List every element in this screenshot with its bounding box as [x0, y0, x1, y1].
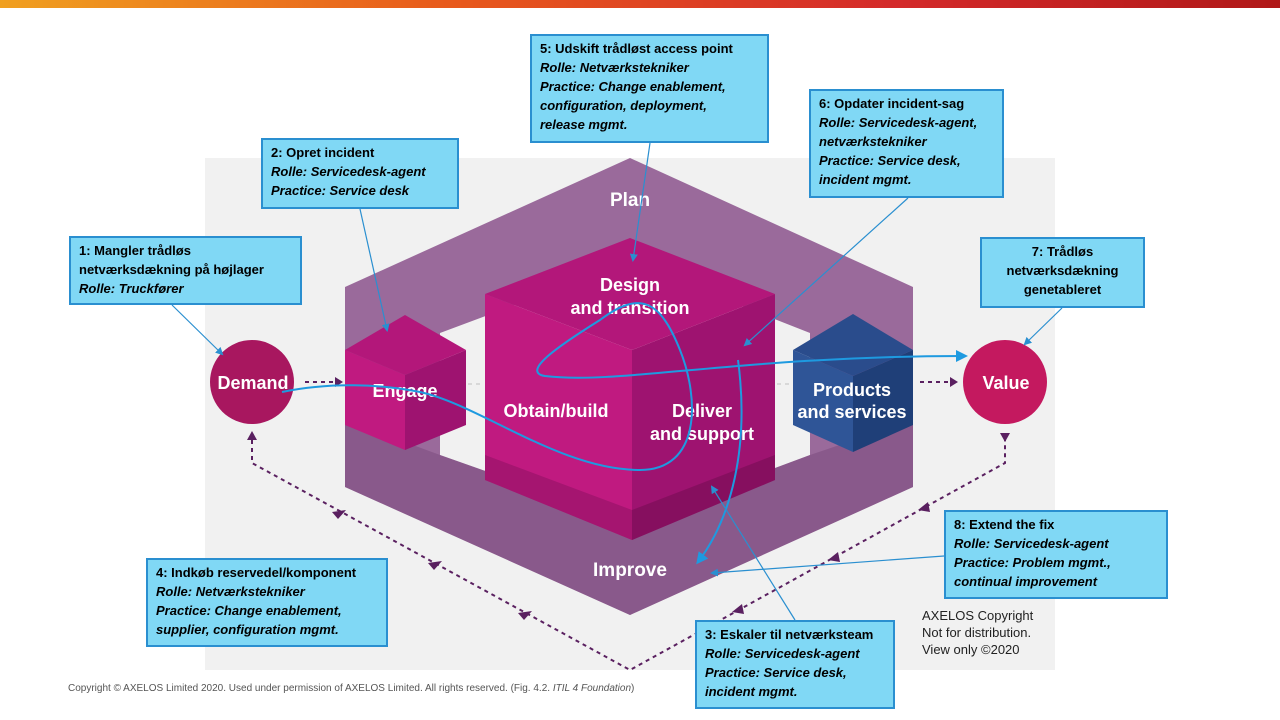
copyright-footer: Copyright © AXELOS Limited 2020. Used un… — [68, 683, 634, 694]
callout-1-title-line2: netværksdækning på højlager — [79, 262, 264, 277]
copyright-end: ) — [631, 683, 635, 694]
axelos-watermark: AXELOS Copyright Not for distribution. V… — [922, 607, 1033, 658]
design-label-line1: Design — [600, 275, 660, 295]
callout-4-role: Rolle: Netværkstekniker — [156, 584, 305, 599]
callout-4: 4: Indkøb reservedel/komponent Rolle: Ne… — [146, 558, 388, 647]
callout-8-title: 8: Extend the fix — [954, 517, 1055, 532]
callout-7: 7: Trådløs netværksdækning genetableret — [980, 237, 1145, 308]
axelos-line2: Not for distribution. — [922, 625, 1032, 640]
callout-1-title-line1: 1: Mangler trådløs — [79, 243, 191, 258]
obtain-label: Obtain/build — [504, 401, 609, 421]
engage-label: Engage — [372, 381, 437, 401]
callout-4-practice-line1: Practice: Change enablement, — [156, 603, 342, 618]
callout-5-practice-line1: Practice: Change enablement, — [540, 79, 726, 94]
value-stream-path — [281, 302, 968, 472]
plan-label: Plan — [610, 190, 650, 211]
callout-7-line2: netværksdækning — [1006, 263, 1119, 278]
callout-3-title: 3: Eskaler til netværksteam — [705, 627, 874, 642]
flow-arrowheads — [247, 377, 1010, 620]
deliver-label-line1: Deliver — [672, 401, 732, 421]
demand-label: Demand — [217, 373, 288, 393]
value-circle — [963, 340, 1047, 424]
callout-2-role: Rolle: Servicedesk-agent — [271, 164, 426, 179]
value-label: Value — [982, 373, 1029, 393]
callout-6-role-line1: Rolle: Servicedesk-agent, — [819, 115, 978, 130]
callout-6: 6: Opdater incident-sag Rolle: Servicede… — [809, 89, 1004, 198]
callout-8-practice-line1: Practice: Problem mgmt., — [954, 555, 1111, 570]
copyright-text: Copyright © AXELOS Limited 2020. Used un… — [68, 683, 553, 694]
flow-dashes — [251, 381, 1006, 672]
deliver-label-line2: and support — [650, 424, 754, 444]
callout-2-title: 2: Opret incident — [271, 145, 375, 160]
callout-5-title: 5: Udskift trådløst access point — [540, 41, 733, 56]
callout-1-role: Rolle: Truckfører — [79, 281, 184, 296]
demand-circle — [210, 340, 294, 424]
callout-5-practice-line3: release mgmt. — [540, 117, 628, 132]
callout-2-practice: Practice: Service desk — [271, 183, 410, 198]
callout-5: 5: Udskift trådløst access point Rolle: … — [530, 34, 769, 143]
callout-4-title: 4: Indkøb reservedel/komponent — [156, 565, 357, 580]
callout-8-practice-line2: continual improvement — [954, 574, 1098, 589]
callout-3-practice-line1: Practice: Service desk, — [705, 665, 847, 680]
callout-6-role-line2: netværkstekniker — [819, 134, 927, 149]
engage-cube — [345, 315, 466, 450]
products-label-line2: and services — [797, 402, 906, 422]
callout-5-practice-line2: configuration, deployment, — [540, 98, 707, 113]
callout-8: 8: Extend the fix Rolle: Servicedesk-age… — [944, 510, 1168, 599]
top-accent-bar — [0, 0, 1280, 8]
callout-7-line1: 7: Trådløs — [1031, 244, 1094, 259]
axelos-line1: AXELOS Copyright — [922, 608, 1034, 623]
callout-6-practice-line2: incident mgmt. — [819, 172, 912, 187]
design-label-line2: and transition — [570, 298, 689, 318]
callout-3-role: Rolle: Servicedesk-agent — [705, 646, 860, 661]
axelos-line3: View only ©2020 — [922, 642, 1020, 657]
callout-pointers — [171, 142, 1063, 621]
callout-7-line3: genetableret — [1023, 282, 1102, 297]
callout-3-practice-line2: incident mgmt. — [705, 684, 798, 699]
copyright-source: ITIL 4 Foundation — [552, 683, 632, 694]
callout-6-title: 6: Opdater incident-sag — [819, 96, 965, 111]
central-cube — [485, 238, 775, 540]
callout-8-role: Rolle: Servicedesk-agent — [954, 536, 1109, 551]
callout-1: 1: Mangler trådløs netværksdækning på hø… — [69, 236, 302, 305]
callout-5-role: Rolle: Netværkstekniker — [540, 60, 689, 75]
callout-2: 2: Opret incident Rolle: Servicedesk-age… — [261, 138, 459, 209]
improve-stream-path — [696, 359, 743, 565]
improve-label: Improve — [593, 560, 667, 581]
products-label-line1: Products — [813, 380, 891, 400]
callout-6-practice-line1: Practice: Service desk, — [819, 153, 961, 168]
callout-4-practice-line2: supplier, configuration mgmt. — [156, 622, 339, 637]
callout-3: 3: Eskaler til netværksteam Rolle: Servi… — [695, 620, 895, 709]
